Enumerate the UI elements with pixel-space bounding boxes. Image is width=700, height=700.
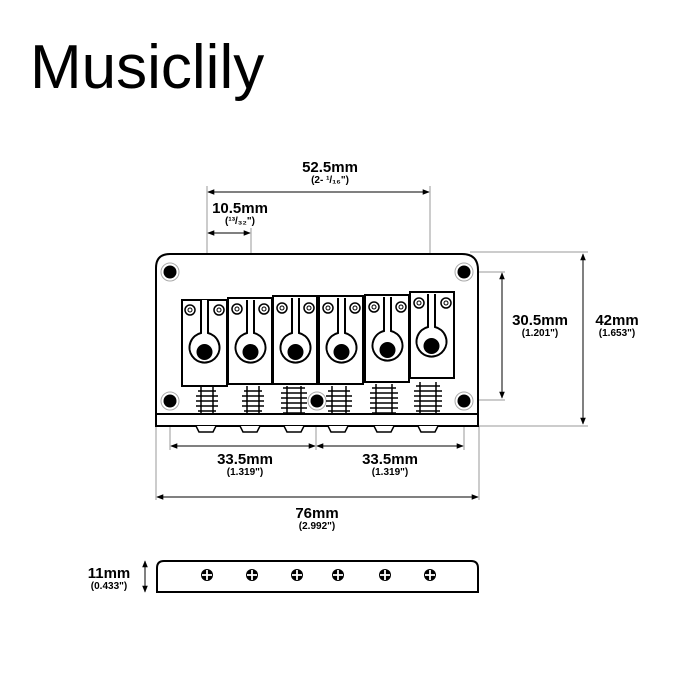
saddle-springs	[196, 382, 442, 414]
label-mm: 76mm	[295, 505, 339, 522]
saddle-2	[227, 297, 273, 385]
mounting-holes	[160, 262, 474, 411]
side-screw-icon	[291, 569, 303, 581]
label-mm: 33.5mm	[362, 451, 418, 468]
saddles	[181, 291, 455, 387]
mount-hole-bottom-right	[454, 391, 474, 411]
label-inch: (1.201")	[521, 328, 559, 339]
side-view	[156, 560, 479, 593]
spring-2	[242, 386, 264, 414]
side-screw-icon	[424, 569, 436, 581]
side-screw-icon	[201, 569, 213, 581]
label-mm: 33.5mm	[217, 451, 273, 468]
label-inch: (1.653")	[598, 328, 636, 339]
side-screw-icon	[379, 569, 391, 581]
label-mm: 42mm	[595, 312, 639, 329]
mount-hole-top-right	[454, 262, 474, 282]
label-inch: (¹³/₃₂")	[225, 216, 255, 227]
spring-6	[414, 382, 442, 414]
saddle-4	[318, 295, 364, 385]
label-total-width: 76mm (2.992")	[277, 506, 357, 532]
label-right-hole-span: 33.5mm (1.319")	[345, 452, 435, 478]
label-inch: (0.433")	[90, 581, 128, 592]
label-side-thickness: 11mm (0.433")	[80, 566, 138, 592]
label-mm: 52.5mm	[302, 159, 358, 176]
label-saddle-span: 52.5mm (2- ¹/₁₆")	[280, 160, 380, 186]
label-inch: (1.319")	[371, 467, 409, 478]
side-screw-icon	[246, 569, 258, 581]
side-screw-icon	[332, 569, 344, 581]
label-string-spacing: 10.5mm (¹³/₃₂")	[200, 201, 280, 227]
label-mm: 10.5mm	[212, 200, 268, 217]
label-inch: (2.992")	[298, 521, 336, 532]
label-inch: (2- ¹/₁₆")	[311, 175, 349, 186]
mount-hole-top-left	[160, 262, 180, 282]
brand-title: Musiclily	[30, 33, 265, 102]
spring-1	[196, 386, 218, 414]
spring-4	[326, 386, 352, 414]
mount-hole-bottom-left	[160, 391, 180, 411]
side-screws	[201, 569, 436, 581]
label-mm: 11mm	[87, 565, 131, 582]
label-mm: 30.5mm	[512, 312, 568, 329]
label-inch: (1.319")	[226, 467, 264, 478]
saddle-3	[272, 295, 318, 385]
saddle-1	[181, 299, 228, 387]
saddle-6	[409, 291, 455, 379]
mount-hole-bottom-center	[307, 391, 327, 411]
label-base-height: 42mm (1.653")	[587, 313, 647, 339]
label-left-hole-span: 33.5mm (1.319")	[200, 452, 290, 478]
saddle-5	[364, 294, 410, 383]
label-mount-hole-vertical: 30.5mm (1.201")	[505, 313, 575, 339]
spring-5	[370, 384, 398, 414]
spring-3	[281, 386, 307, 414]
dimension-lines	[142, 189, 586, 593]
